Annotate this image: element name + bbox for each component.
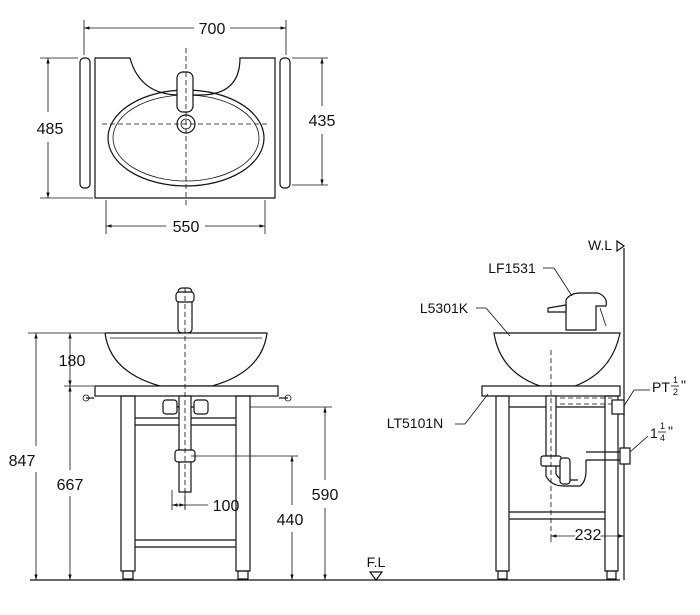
top-depth-label: 485	[37, 121, 64, 138]
basin-model-label: L5301K	[420, 300, 469, 316]
front-drain-offset-label: 100	[213, 498, 240, 515]
front-trap-height-label: 440	[277, 512, 304, 529]
supply-size-fraction-den: 2	[673, 387, 678, 397]
supply-size-unit: "	[681, 377, 686, 393]
wall-line-label: W.L	[588, 237, 612, 253]
drain-size-fraction-den: 4	[660, 433, 665, 443]
side-view: W.L F.L LF1531	[367, 237, 686, 581]
supply-size-fraction-num: 1	[673, 375, 678, 385]
front-drain-height-label: 590	[312, 487, 339, 504]
drain-size-unit: "	[668, 423, 673, 439]
faucet-model-label: LF1531	[488, 260, 536, 276]
front-bowl-height-label: 180	[59, 353, 86, 370]
drain-size-fraction-num: 1	[660, 421, 665, 431]
top-view: 700 485 435 550	[37, 20, 336, 236]
drain-size-label: 1	[650, 425, 658, 441]
front-overall-height-label: 847	[9, 453, 36, 470]
top-width-label: 700	[199, 21, 226, 38]
top-inner-width-label: 550	[173, 219, 200, 236]
wall-offset-label: 232	[575, 527, 602, 544]
supply-size-label: PT	[652, 379, 670, 395]
floor-line-label: F.L	[367, 554, 386, 570]
stand-model-label: LT5101N	[387, 415, 444, 431]
top-inner-depth-label: 435	[309, 113, 336, 130]
front-view: 847 180 667 590 440 100	[9, 287, 620, 581]
front-counter-height-label: 667	[57, 477, 84, 494]
